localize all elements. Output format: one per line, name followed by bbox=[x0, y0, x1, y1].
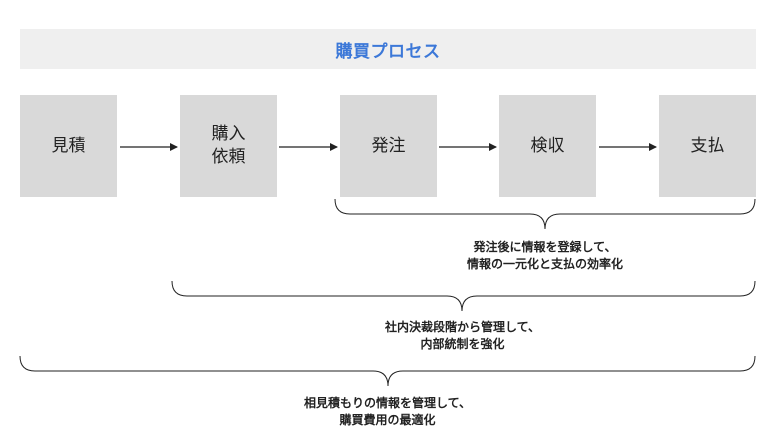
brace-request-to-payment bbox=[171, 280, 756, 312]
note-quote-line1: 相見積もりの情報を管理して、 bbox=[303, 396, 472, 410]
brace-order-to-payment bbox=[334, 198, 756, 230]
note-order-line1: 発注後に情報を登録して、 bbox=[473, 240, 617, 254]
note-order: 発注後に情報を登録して、 情報の一元化と支払の効率化 bbox=[430, 239, 660, 273]
note-request-line1: 社内決裁段階から管理して、 bbox=[384, 320, 541, 334]
title-bar: 購買プロセス bbox=[20, 29, 756, 69]
diagram-title: 購買プロセス bbox=[335, 41, 441, 62]
note-request-line2: 内部統制を強化 bbox=[420, 337, 505, 351]
note-request: 社内決裁段階から管理して、 内部統制を強化 bbox=[345, 319, 580, 353]
step-payment: 支払 bbox=[659, 95, 756, 197]
note-quote-line2: 購買費用の最適化 bbox=[339, 413, 436, 427]
brace-quote-to-payment bbox=[19, 355, 756, 387]
note-order-line2: 情報の一元化と支払の効率化 bbox=[466, 257, 623, 271]
note-quote: 相見積もりの情報を管理して、 購買費用の最適化 bbox=[260, 395, 515, 429]
step-quote: 見積 bbox=[20, 95, 117, 197]
step-order: 発注 bbox=[340, 95, 437, 197]
step-inspection: 検収 bbox=[499, 95, 596, 197]
step-purchase-request: 購入 依頼 bbox=[180, 95, 277, 197]
